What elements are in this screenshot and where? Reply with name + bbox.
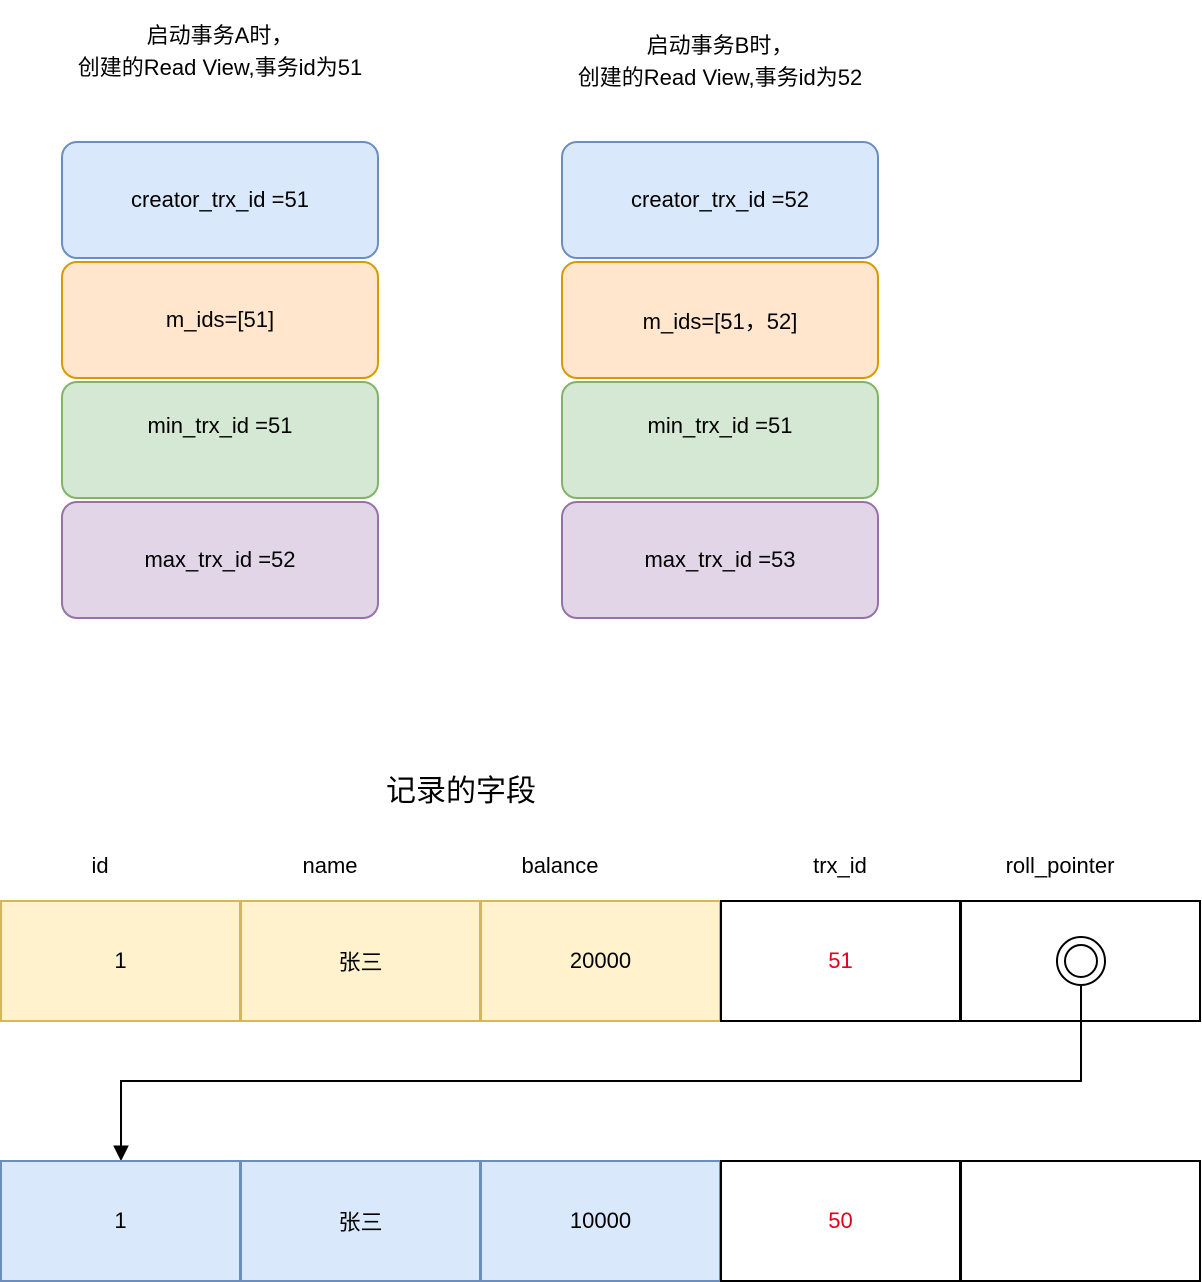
read-view-b-creator-trx-id: creator_trx_id =52 — [561, 141, 879, 259]
previous-row-balance-cell: 10000 — [480, 1160, 721, 1282]
column-header-name: name — [302, 853, 358, 878]
read-view-b-max-trx-id: max_trx_id =53 — [561, 501, 879, 619]
column-header-roll-pointer: roll_pointer — [1005, 853, 1115, 878]
previous-row-name-cell: 张三 — [240, 1160, 481, 1282]
column-header-id: id — [91, 853, 109, 878]
read-view-a-caption: 启动事务A时， 创建的Read View,事务id为51 — [20, 20, 420, 84]
read-view-a-caption-line1: 启动事务A时， — [146, 23, 294, 48]
read-view-b-caption-line2: 创建的Read View,事务id为52 — [577, 65, 863, 90]
previous-row-roll-pointer-cell — [960, 1160, 1201, 1282]
current-row-trx-id-cell: 51 — [720, 900, 961, 1022]
column-header-balance: balance — [521, 853, 599, 878]
current-row-balance-cell: 20000 — [480, 900, 721, 1022]
current-row-id-cell: 1 — [0, 900, 241, 1022]
previous-row-id-cell: 1 — [0, 1160, 241, 1282]
current-row-name-cell: 张三 — [240, 900, 481, 1022]
read-view-a-min-trx-id: min_trx_id =51 — [61, 381, 379, 499]
read-view-b-min-trx-id: min_trx_id =51 — [561, 381, 879, 499]
read-view-b-caption: 启动事务B时， 创建的Read View,事务id为52 — [520, 30, 920, 94]
read-view-a-max-trx-id: max_trx_id =52 — [61, 501, 379, 619]
read-view-a-m-ids: m_ids=[51] — [61, 261, 379, 379]
current-row-roll-pointer-cell — [960, 900, 1201, 1022]
read-view-b-caption-line1: 启动事务B时， — [646, 33, 794, 58]
column-header-trx-id: trx_id — [813, 853, 867, 878]
pointer-target-icon — [1055, 936, 1106, 986]
record-fields-title: 记录的字段 — [386, 775, 536, 808]
read-view-a-creator-trx-id: creator_trx_id =51 — [61, 141, 379, 259]
read-view-b-m-ids: m_ids=[51，52] — [561, 261, 879, 379]
previous-row-trx-id-cell: 50 — [720, 1160, 961, 1282]
read-view-a-caption-line2: 创建的Read View,事务id为51 — [77, 55, 363, 80]
pointer-target-inner-ring — [1063, 944, 1098, 978]
roll-pointer-arrow-head — [113, 1145, 129, 1162]
